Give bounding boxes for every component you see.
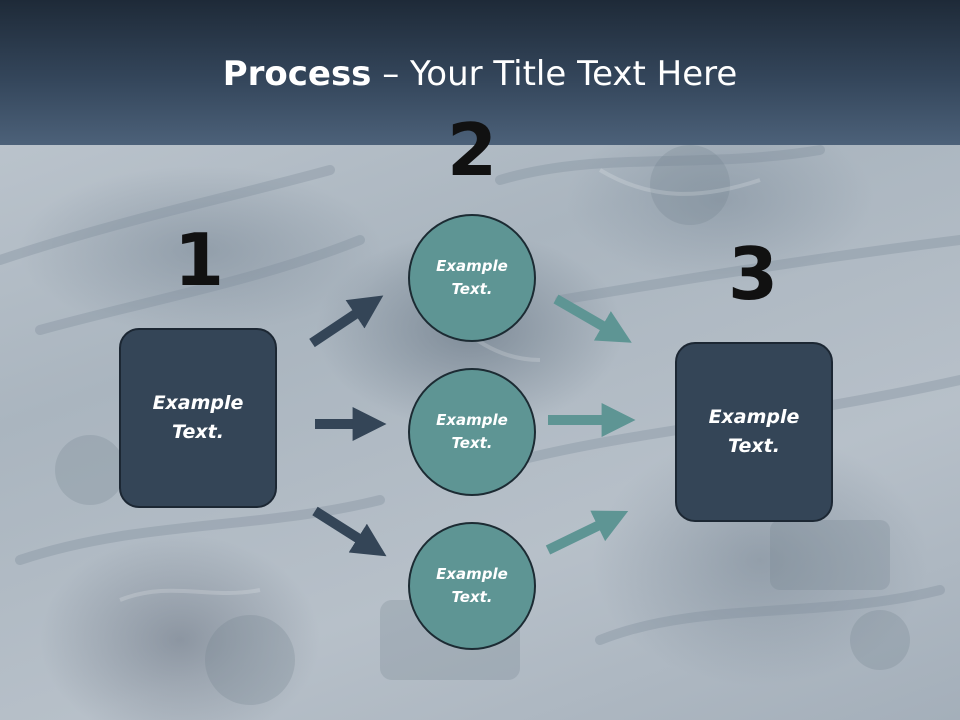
step-2-circle-bottom: Example Text.: [408, 522, 536, 650]
step-1-box: Example Text.: [119, 328, 277, 508]
title-rest-part: – Your Title Text Here: [371, 54, 738, 94]
step-3-text: Example Text.: [708, 406, 800, 457]
arrow-bottom-circle-to-box: [545, 510, 629, 555]
circle-top-text: Example Text.: [436, 257, 508, 298]
step-number-1: 1: [173, 218, 225, 302]
step-number-3: 3: [727, 232, 779, 316]
step-2-circle-top: Example Text.: [408, 214, 536, 342]
title-bold-part: Process: [222, 54, 372, 94]
step-2-circle-middle: Example Text.: [408, 368, 536, 496]
arrow-top-circle-to-box: [553, 294, 632, 343]
circle-middle-text: Example Text.: [436, 411, 508, 452]
slide-title: Process – Your Title Text Here: [0, 52, 960, 96]
arrow-box-to-bottom-circle: [312, 506, 387, 557]
step-number-2: 2: [446, 108, 498, 192]
circle-bottom-text: Example Text.: [436, 565, 508, 606]
title-bar: Process – Your Title Text Here: [0, 0, 960, 145]
step-3-box: Example Text.: [675, 342, 833, 522]
step-1-text: Example Text.: [152, 392, 244, 443]
arrow-box-to-top-circle: [309, 295, 384, 348]
